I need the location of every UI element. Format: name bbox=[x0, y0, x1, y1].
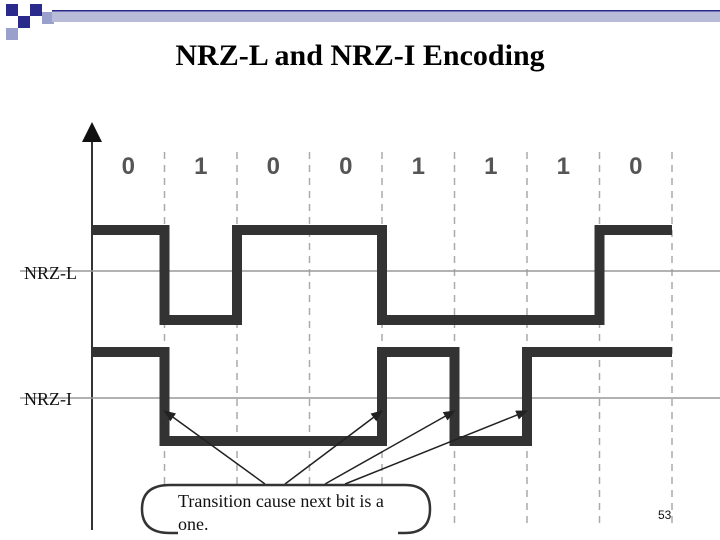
header-bar-line bbox=[52, 10, 720, 12]
bit-value: 0 bbox=[267, 153, 280, 180]
page-number: 53 bbox=[658, 508, 672, 522]
callout-text: Transition cause next bit is a one. bbox=[178, 490, 398, 536]
signal-label: NRZ-L bbox=[24, 263, 77, 283]
bit-value: 1 bbox=[484, 153, 497, 180]
signal-waveform bbox=[92, 347, 672, 446]
bit-value: 1 bbox=[194, 153, 207, 180]
bit-value: 0 bbox=[339, 153, 352, 180]
callout-arrow bbox=[284, 410, 383, 485]
decor-square bbox=[6, 4, 18, 16]
bit-value: 1 bbox=[557, 153, 570, 180]
bit-value: 0 bbox=[629, 153, 642, 180]
decor-square bbox=[6, 28, 18, 40]
callout-arrow bbox=[163, 410, 266, 485]
slide-title: NRZ-L and NRZ-I Encoding bbox=[175, 39, 545, 72]
signal-label: NRZ-I bbox=[24, 389, 72, 409]
header-bar bbox=[52, 10, 720, 22]
axis-arrow-icon bbox=[82, 122, 102, 142]
bit-value: 0 bbox=[122, 153, 135, 180]
signal-waveform bbox=[92, 225, 672, 325]
slide-header-decoration bbox=[6, 4, 720, 40]
decor-square bbox=[42, 12, 54, 24]
decor-square bbox=[18, 16, 30, 28]
callout-arrow bbox=[344, 410, 529, 485]
callout-arrow bbox=[324, 410, 456, 485]
decor-square bbox=[30, 4, 42, 16]
bit-value: 1 bbox=[412, 153, 425, 180]
